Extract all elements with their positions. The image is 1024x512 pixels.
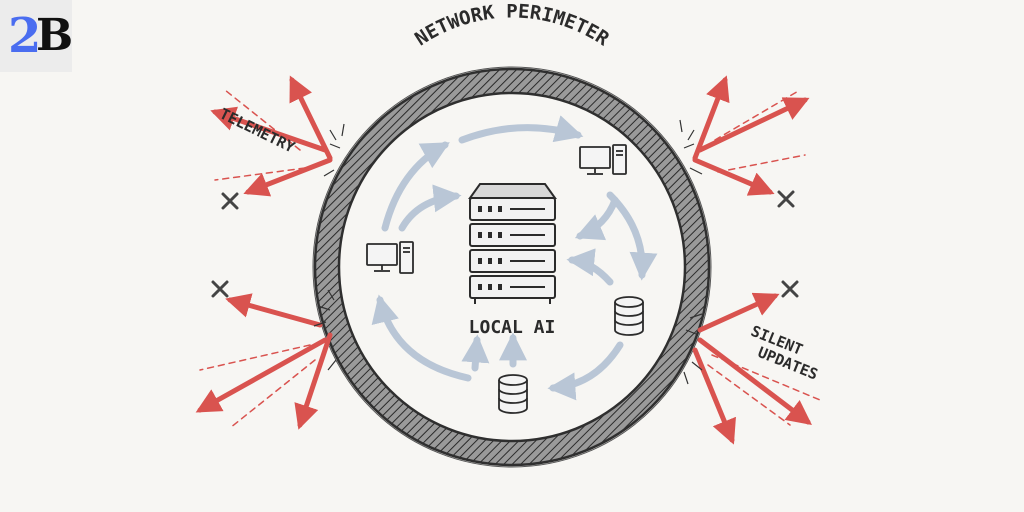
desktop-computer-icon [366,241,414,274]
blocked-arrows-lower-left [195,293,333,430]
logo: 2 B [0,0,74,72]
blocked-arrows-upper-left [210,75,333,197]
database-icon [614,296,644,336]
center-label: LOCAL AI [469,317,556,338]
database-icon [498,374,528,414]
logo-letter: B [36,10,74,61]
desktop-computer-icon [579,144,627,175]
network-perimeter-ring [312,66,712,468]
blocked-x-icon [211,280,229,298]
internal-flow-arrows [371,115,658,401]
blocked-x-icon [221,192,239,210]
telemetry-label: TELEMETRY [217,105,298,157]
logo-digit: 2 [8,8,42,64]
blocked-arrows-lower-right [692,292,821,445]
blocked-x-icon [781,280,799,298]
blocked-x-icon [777,190,795,208]
blocked-arrows-upper-right [692,75,810,196]
server-rack-icon [468,183,557,304]
impact-sparks [313,119,703,385]
perimeter-label: NETWORK PERIMETER [411,0,613,50]
